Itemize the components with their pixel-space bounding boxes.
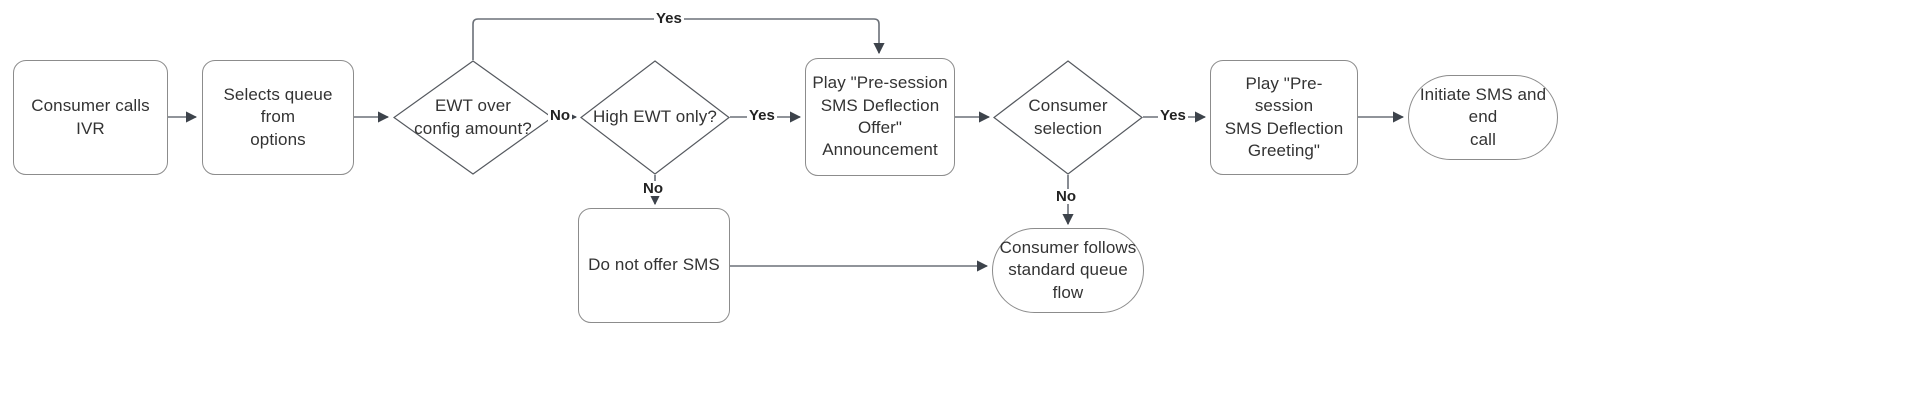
node-label: Do not offer SMS	[588, 255, 720, 275]
node-label: Play "Pre-session SMS Deflection Offer" …	[812, 73, 948, 160]
diamond-shape	[580, 60, 730, 175]
node-consumer-calls-ivr[interactable]: Consumer calls IVR	[13, 60, 168, 175]
edge-label-consumer-no: No	[1054, 188, 1078, 205]
node-high-ewt-only[interactable]: High EWT only?	[580, 60, 730, 175]
node-label: High EWT only?	[593, 107, 717, 127]
node-selects-queue[interactable]: Selects queue from options	[202, 60, 354, 175]
edge-label-high-ewt-no: No	[641, 180, 665, 197]
node-label: Selects queue from options	[223, 84, 333, 149]
node-label: Consumer selection	[1028, 96, 1108, 138]
node-consumer-standard-queue[interactable]: Consumer follows standard queue flow	[992, 228, 1144, 313]
diamond-shape	[393, 60, 553, 175]
node-ewt-over-config[interactable]: EWT over config amount?	[393, 60, 553, 175]
edge-label-ewt-no: No	[548, 107, 572, 124]
node-play-offer-announcement[interactable]: Play "Pre-session SMS Deflection Offer" …	[805, 58, 955, 176]
node-label: Play "Pre-session SMS Deflection Greetin…	[1224, 73, 1344, 160]
node-label: Consumer follows standard queue flow	[999, 237, 1137, 302]
node-initiate-sms[interactable]: Initiate SMS and end call	[1408, 75, 1558, 160]
edge-label-consumer-yes: Yes	[1158, 107, 1188, 124]
node-label: EWT over config amount?	[414, 96, 532, 138]
edge-label-high-ewt-yes: Yes	[747, 107, 777, 124]
node-label: Initiate SMS and end call	[1419, 84, 1547, 149]
diamond-shape	[993, 60, 1143, 175]
node-label: Consumer calls IVR	[31, 96, 150, 138]
node-play-greeting[interactable]: Play "Pre-session SMS Deflection Greetin…	[1210, 60, 1358, 175]
node-do-not-offer-sms[interactable]: Do not offer SMS	[578, 208, 730, 323]
edge-label-ewt-yes: Yes	[654, 10, 684, 27]
node-consumer-selection[interactable]: Consumer selection	[993, 60, 1143, 175]
